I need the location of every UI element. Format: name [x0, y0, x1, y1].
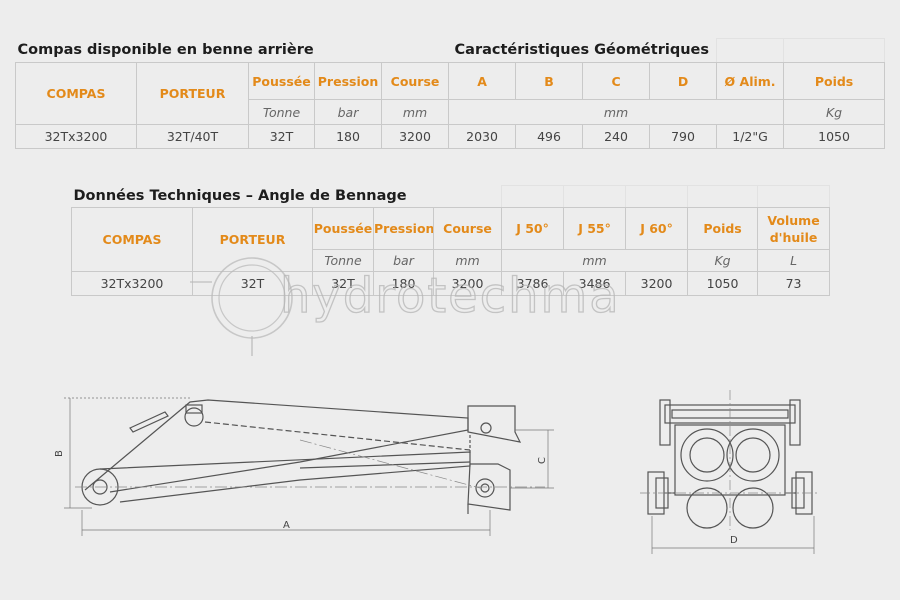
compas-technical-drawing: A B C D — [54, 390, 820, 554]
t2-unit-pression: bar — [373, 249, 434, 272]
t2-header-porteur: PORTEUR — [192, 207, 313, 272]
cell-porteur: 32T/40T — [136, 124, 249, 149]
t2-cell-poussee: 32T — [312, 271, 374, 296]
cell-poids: 1050 — [783, 124, 886, 149]
unit-course: mm — [380, 99, 450, 125]
cell-d: 790 — [649, 124, 718, 149]
label-d: D — [730, 535, 738, 546]
t2-unit-poussee: Tonne — [312, 249, 374, 272]
t2-cell-j60: 3200 — [625, 271, 689, 296]
cell-alim: 1/2"G — [716, 124, 785, 149]
unit-pression: bar — [314, 99, 382, 125]
side-view — [81, 399, 522, 514]
header-alim: Ø Alim. — [716, 62, 785, 100]
t2-cell-poids: 1050 — [687, 271, 759, 296]
cell-pression: 180 — [314, 124, 382, 149]
t2-unit-volume: L — [757, 249, 831, 272]
t2-unit-angles: mm — [501, 249, 689, 272]
t2-header-pression: Pression — [373, 207, 434, 250]
header-b: B — [515, 62, 584, 100]
header-course: Course — [380, 62, 450, 100]
t2-header-j55: J 55° — [563, 207, 627, 250]
table2-title: Données Techniques – Angle de Bennage — [73, 188, 407, 205]
t2-header-poids: Poids — [687, 207, 759, 250]
cell-course: 3200 — [380, 124, 450, 149]
t2-cell-j50: 3786 — [501, 271, 565, 296]
unit-poids: Kg — [783, 99, 886, 125]
header-compas: COMPAS — [15, 62, 137, 125]
table1-title-right: Caractéristiques Géométriques — [454, 42, 709, 59]
header-a: A — [448, 62, 517, 100]
t2-header-compas: COMPAS — [71, 207, 193, 272]
header-pression: Pression — [314, 62, 382, 100]
table1-title-left: Compas disponible en benne arrière — [17, 42, 314, 59]
header-poids: Poids — [783, 62, 886, 100]
t2-cell-porteur: 32T — [192, 271, 313, 296]
technical-data-table: Données Techniques – Angle de Bennage CO… — [71, 185, 831, 296]
t2-cell-pression: 180 — [373, 271, 434, 296]
dimension-c — [510, 429, 554, 489]
t2-cell-j55: 3486 — [563, 271, 627, 296]
cell-b: 496 — [515, 124, 584, 149]
label-c: C — [537, 457, 548, 464]
unit-poussee: Tonne — [248, 99, 315, 125]
t2-header-poussee: Poussée — [312, 207, 374, 250]
t2-header-j50: J 50° — [501, 207, 565, 250]
header-c: C — [582, 62, 651, 100]
geometric-characteristics-table: Compas disponible en benne arrière Carac… — [15, 38, 886, 149]
label-a: A — [283, 520, 290, 531]
t2-header-course: Course — [432, 207, 503, 250]
t2-cell-course: 3200 — [432, 271, 503, 296]
unit-dims: mm — [448, 99, 785, 125]
t2-unit-poids: Kg — [687, 249, 759, 272]
dimension-d — [651, 516, 815, 554]
label-b: B — [54, 450, 65, 457]
dimension-b — [64, 397, 190, 509]
t2-unit-course: mm — [432, 249, 503, 272]
t2-cell-volume: 73 — [757, 271, 831, 296]
cell-c: 240 — [582, 124, 651, 149]
header-porteur: PORTEUR — [136, 62, 249, 125]
dimension-a — [81, 510, 491, 536]
t2-header-j60: J 60° — [625, 207, 689, 250]
t2-header-volume: Volume d'huile — [757, 207, 831, 250]
cell-compas: 32Tx3200 — [15, 124, 137, 149]
cell-poussee: 32T — [248, 124, 315, 149]
t2-cell-compas: 32Tx3200 — [71, 271, 193, 296]
cell-a: 2030 — [448, 124, 517, 149]
header-d: D — [649, 62, 718, 100]
header-poussee: Poussée — [248, 62, 315, 100]
